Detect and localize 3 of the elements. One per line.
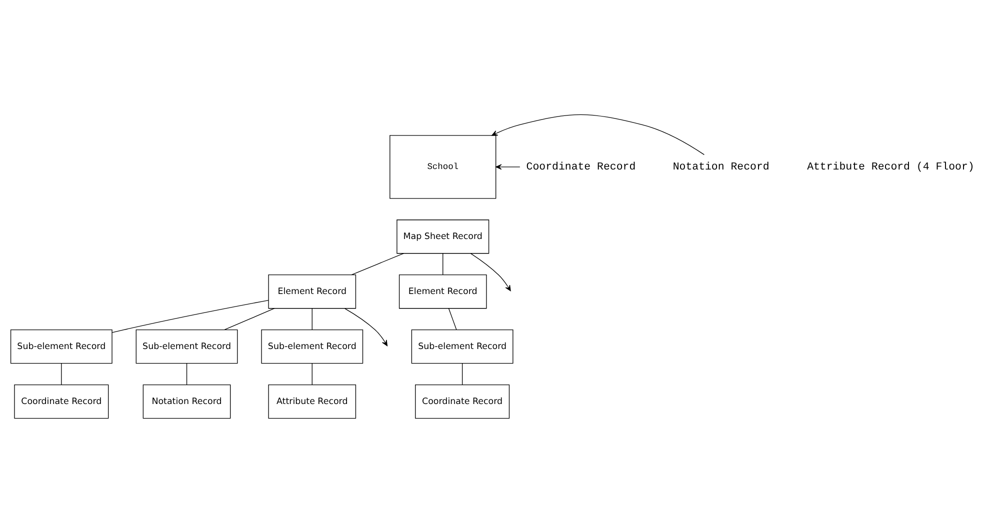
- node-text: Coordinate Record: [526, 160, 636, 173]
- node-text: Notation Record: [672, 160, 770, 173]
- label: Attribute Record (4 Floor): [807, 160, 974, 173]
